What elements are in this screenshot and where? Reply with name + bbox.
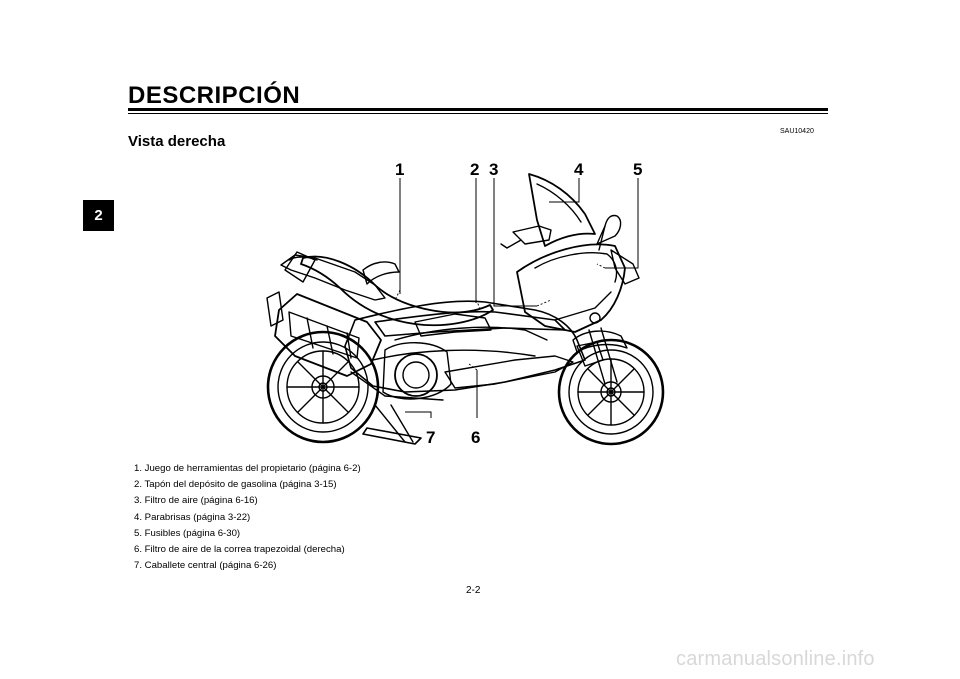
callout-6: 6 <box>471 428 481 447</box>
parts-legend: 1. Juego de herramientas del propietario… <box>134 461 361 574</box>
section-code: SAU10420 <box>780 128 814 135</box>
legend-item: 4. Parabrisas (página 3-22) <box>134 511 251 523</box>
legend-item: 7. Caballete central (página 6-26) <box>134 560 277 572</box>
legend-item: 1. Juego de herramientas del propietario… <box>134 463 361 474</box>
legend-item: 6. Filtro de aire de la correa trapezoid… <box>134 543 345 555</box>
scooter-illustration <box>266 173 665 446</box>
legend-item: 2. Tapón del depósito de gasolina (págin… <box>134 479 337 491</box>
callout-7: 7 <box>426 428 436 447</box>
page-number: 2-2 <box>466 585 481 596</box>
callout-5: 5 <box>633 160 643 179</box>
center-stand <box>362 404 422 445</box>
front-wheel <box>557 338 665 446</box>
callout-2: 2 <box>470 160 480 179</box>
title-rule-thin <box>128 113 828 114</box>
cvt-cover <box>382 342 452 400</box>
callout-1: 1 <box>395 160 405 179</box>
section-title: Vista derecha <box>128 133 226 150</box>
legend-item: 5. Fusibles (página 6-30) <box>134 527 241 539</box>
exhaust <box>274 293 382 377</box>
callout-3: 3 <box>489 160 499 179</box>
callout-4: 4 <box>574 160 584 179</box>
chapter-tab: 2 <box>83 200 114 231</box>
page-title: DESCRIPCIÓN <box>128 82 301 109</box>
rear-wheel <box>266 330 380 444</box>
windscreen <box>528 173 596 247</box>
legend-item: 3. Filtro de aire (página 6-16) <box>134 495 258 507</box>
title-rule-thick <box>128 108 828 111</box>
watermark: carmanualsonline.info <box>676 648 875 670</box>
